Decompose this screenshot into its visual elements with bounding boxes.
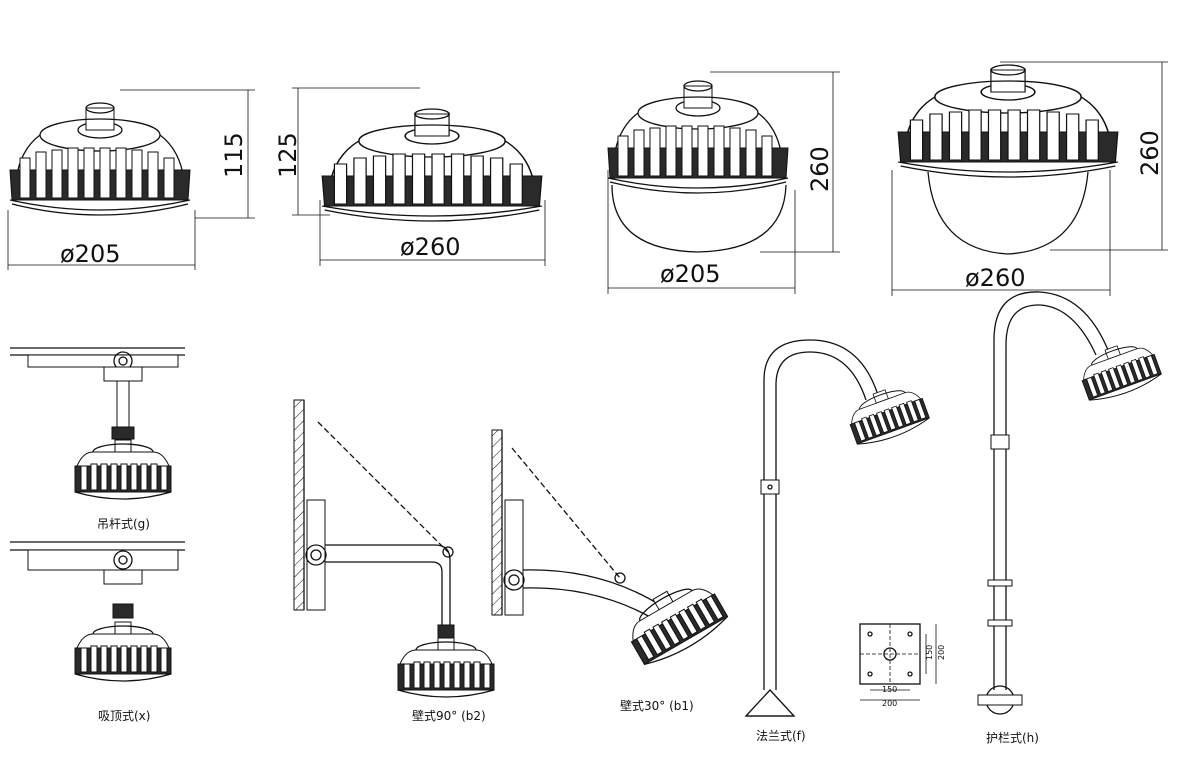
- lamp-4-height: 260: [1136, 130, 1164, 176]
- caption-wall-30: 壁式30° (b1): [620, 698, 694, 713]
- guardrail-pole-mount: [977, 291, 1164, 715]
- lamp-3-height: 260: [806, 146, 834, 192]
- flange-pole-mount: [744, 339, 932, 717]
- lamp-2-height: 125: [274, 132, 302, 178]
- caption-wall-90: 壁式90° (b2): [412, 708, 486, 723]
- caption-ceiling: 吸顶式(x): [98, 709, 150, 723]
- lamp-3-diameter: ø205: [660, 260, 721, 288]
- flange-inner-height: 150: [925, 645, 934, 660]
- flange-outer-height: 200: [937, 645, 946, 660]
- caption-pendant-rod: 吊杆式(g): [97, 517, 150, 531]
- lamp-2-diameter: ø260: [400, 233, 461, 261]
- lamp-2-drawing: [292, 87, 546, 266]
- flange-inner-width: 150: [882, 685, 897, 694]
- flange-plate-detail: [859, 623, 937, 701]
- wall-30-mount: [491, 429, 732, 672]
- lamp-1-diameter: ø205: [60, 240, 121, 268]
- lamp-3-drawing: [607, 71, 840, 294]
- ceiling-mount: [10, 541, 185, 682]
- caption-flange: 法兰式(f): [756, 729, 806, 743]
- lamp-4-drawing: [891, 61, 1168, 296]
- wall-90-mount: [293, 399, 495, 698]
- lamp-1-height: 115: [220, 132, 248, 178]
- lamp-1-drawing: [7, 89, 255, 270]
- pendant-rod-mount: [10, 347, 185, 500]
- lamp-4-diameter: ø260: [965, 264, 1026, 292]
- caption-guardrail: 护栏式(h): [986, 730, 1039, 745]
- flange-outer-width: 200: [882, 699, 897, 708]
